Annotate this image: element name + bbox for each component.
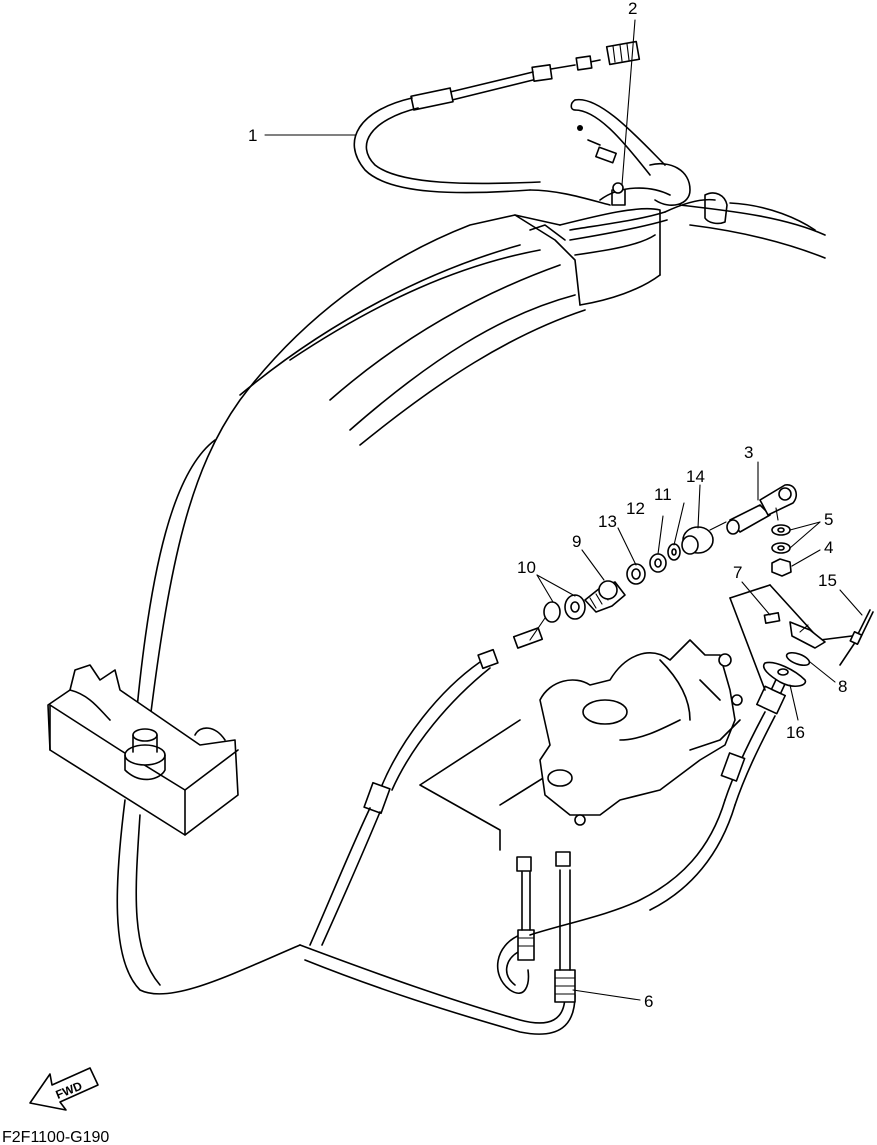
cable-middle [309,627,544,946]
callout-9: 9 [572,532,581,551]
steering-area [569,98,728,241]
callout-11: 11 [654,485,672,504]
column-mount [47,664,239,836]
callout-2: 2 [628,0,637,18]
leader-lines [264,19,863,1001]
callout-6: 6 [644,992,653,1011]
callout-labels: 1 2 3 4 5 6 7 8 9 10 11 12 13 14 15 16 [248,0,847,1011]
callout-8: 8 [838,677,847,696]
callout-12: 12 [626,499,645,518]
pump-housing [539,639,743,826]
callout-1: 1 [248,126,257,145]
callout-3: 3 [744,443,753,462]
small-parts [529,484,874,687]
callout-7: 7 [733,563,742,582]
callout-14: 14 [686,467,705,486]
callout-16: 16 [786,723,805,742]
connector-2 [605,40,641,66]
callout-13: 13 [598,512,617,531]
hull-outline [116,202,826,995]
cable-right [529,675,788,936]
callout-4: 4 [824,538,833,557]
cable-6 [299,719,581,1035]
callout-5: 5 [824,510,833,529]
callout-15: 15 [818,571,837,590]
fwd-arrow: FWD [29,1067,99,1111]
callout-10: 10 [517,558,536,577]
cable-1 [353,55,611,206]
diagram-code: F2F1100-G190 [2,1129,109,1145]
